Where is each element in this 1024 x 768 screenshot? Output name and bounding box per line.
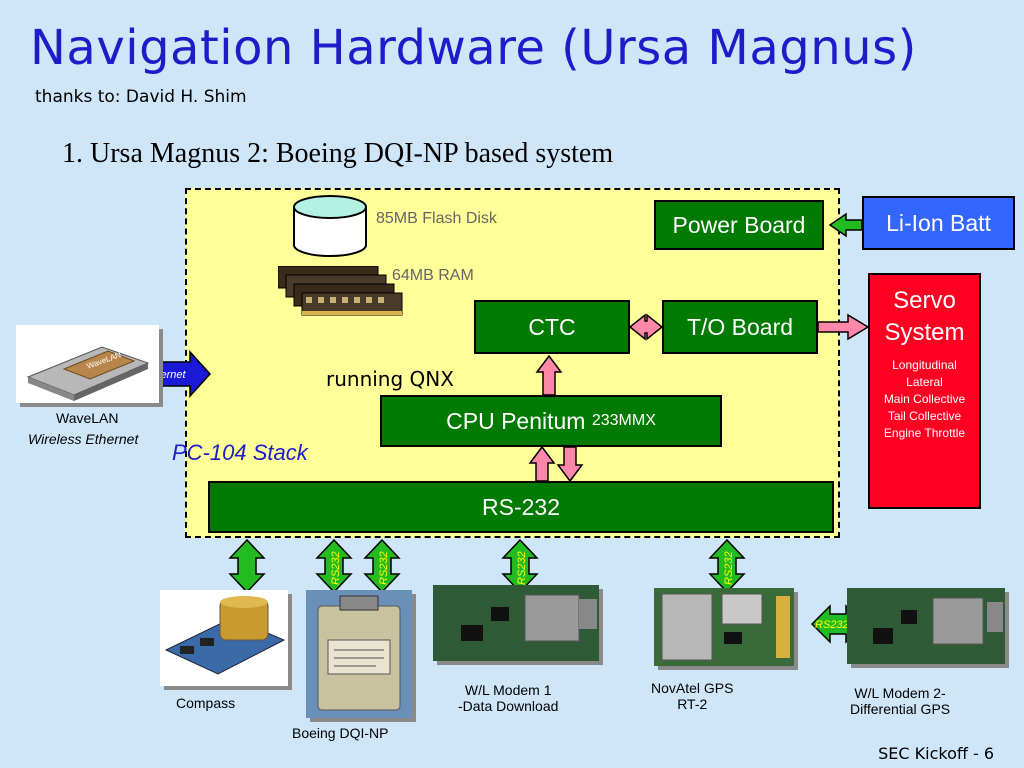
- cpu-to-ctc-arrow: [535, 354, 563, 396]
- rs232-link-label: RS232: [330, 551, 342, 585]
- servo-title-line1: Servo: [893, 287, 956, 314]
- servo-title-line2: System: [884, 319, 965, 346]
- wavelan-card-image: WaveLAN: [16, 325, 159, 403]
- slide-title: Navigation Hardware (Ursa Magnus): [30, 20, 917, 76]
- servo-channel: Engine Throttle: [883, 426, 966, 440]
- running-qnx-label: running QNX: [326, 367, 454, 391]
- rs232-link-label: RS232: [516, 551, 528, 585]
- rs232-link-label: RS232: [815, 619, 849, 631]
- wavelan-desc: Wireless Ethernet: [28, 431, 139, 447]
- compass-image: [160, 590, 288, 686]
- stack-label: PC-104 Stack: [172, 440, 308, 465]
- modem2-label: W/L Modem 2-Differential GPS: [850, 685, 951, 717]
- cpu-to-rs232-arrow: [556, 446, 584, 483]
- servo-channel: Main Collective: [883, 392, 966, 406]
- modem1-image: [433, 585, 599, 661]
- power-board: Power Board: [654, 200, 824, 250]
- slide-credit: thanks to: David H. Shim: [35, 87, 247, 107]
- boeing-dqi-image: [306, 590, 412, 718]
- to-board: T/O Board: [662, 300, 818, 354]
- boeing-label: Boeing DQI-NP: [292, 725, 389, 741]
- servo-channel: Lateral: [906, 375, 943, 389]
- flash-disk-icon: [293, 195, 367, 257]
- cpu-label: CPU Penitum: [446, 407, 586, 434]
- ctc-to-board-double-arrow: [628, 313, 664, 341]
- modem1-label: W/L Modem 1-Data Download: [458, 682, 559, 714]
- rs232-to-cpu-arrow: [528, 445, 556, 482]
- slide-heading: 1. Ursa Magnus 2: Boeing DQI-NP based sy…: [62, 138, 614, 169]
- modem2-image: [847, 588, 1005, 664]
- ram-label: 64MB RAM: [392, 267, 474, 284]
- compass-label: Compass: [176, 695, 236, 711]
- servo-channel: Longitudinal: [892, 358, 957, 372]
- gps-image: [654, 588, 794, 666]
- flash-disk-label: 85MB Flash Disk: [376, 210, 497, 227]
- wavelan-name: WaveLAN: [56, 410, 119, 426]
- rs232-link-label: RS232: [723, 551, 735, 585]
- battery-to-power-arrow: [828, 212, 863, 238]
- rs232-board: RS-232: [208, 481, 834, 533]
- cpu-model: 233MMX: [591, 412, 656, 429]
- slide-footer: SEC Kickoff - 6: [878, 744, 994, 763]
- servo-channel: Tail Collective: [887, 409, 962, 423]
- ram-modules-icon: [278, 266, 403, 316]
- to-board-to-servo-arrow: [817, 313, 870, 341]
- cpu-board: CPU Penitum 233MMX: [380, 395, 722, 447]
- battery-box: Li-Ion Batt: [862, 196, 1015, 250]
- rs232-link-label: RS232: [378, 551, 390, 585]
